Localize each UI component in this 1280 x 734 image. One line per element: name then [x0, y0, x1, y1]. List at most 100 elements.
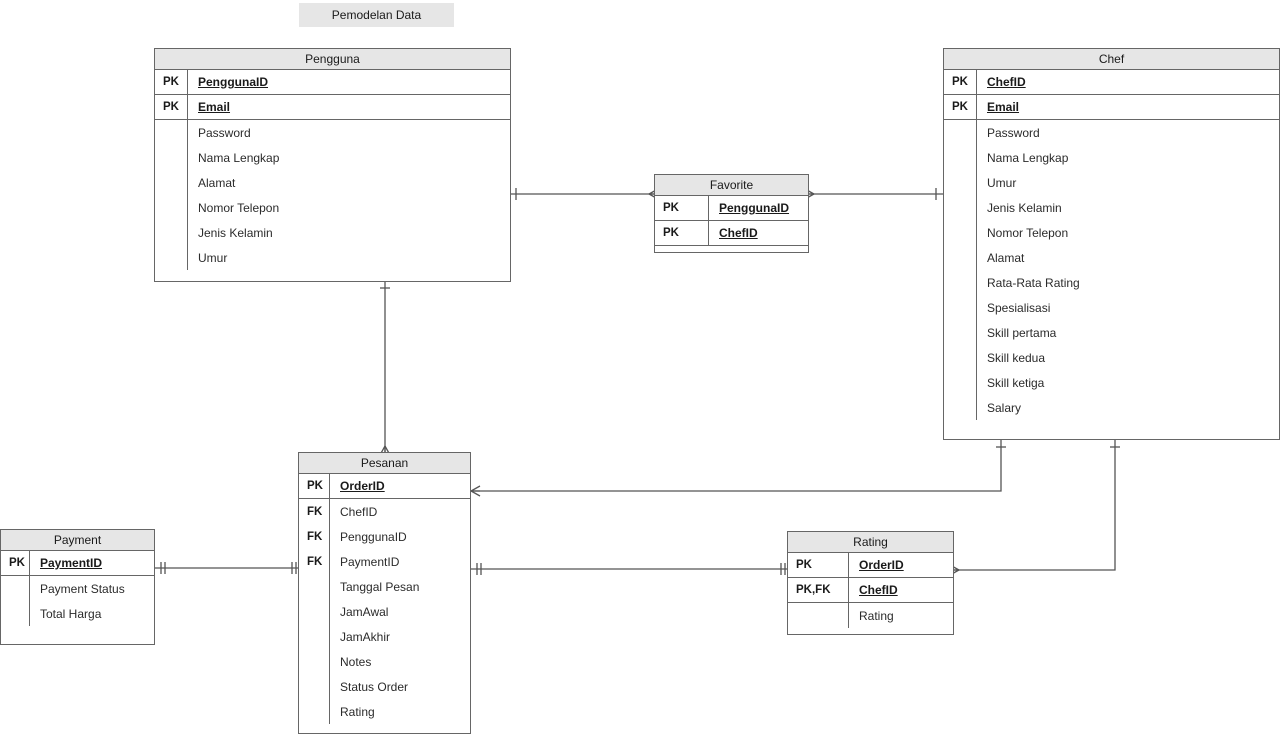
attribute-name-text: OrderID — [340, 479, 385, 493]
attribute-row[interactable]: Spesialisasi — [944, 295, 1279, 320]
attribute-row[interactable]: Skill pertama — [944, 320, 1279, 345]
attribute-row[interactable]: Alamat — [944, 245, 1279, 270]
attribute-row[interactable]: JamAwal — [299, 599, 470, 624]
attribute-row[interactable]: Password — [155, 120, 510, 145]
attribute-key — [155, 245, 188, 270]
attribute-key — [299, 674, 330, 699]
attribute-name: Salary — [977, 401, 1279, 415]
attribute-row[interactable]: Umur — [155, 245, 510, 270]
attribute-key: PK — [655, 196, 709, 220]
attribute-row[interactable]: Nama Lengkap — [944, 145, 1279, 170]
attribute-name-text: Jenis Kelamin — [198, 225, 273, 240]
attribute-row[interactable]: Status Order — [299, 674, 470, 699]
attribute-row[interactable]: Umur — [944, 170, 1279, 195]
attribute-name: Email — [977, 100, 1279, 114]
attribute-key — [1, 601, 30, 626]
attribute-name: ChefID — [849, 583, 953, 597]
attribute-name-text: ChefID — [859, 583, 898, 597]
attribute-name-text: Nama Lengkap — [987, 150, 1069, 165]
attribute-key — [944, 320, 977, 345]
attribute-key: FK — [299, 549, 330, 574]
attribute-name-text: ChefID — [340, 504, 378, 519]
attribute-row[interactable]: Rating — [299, 699, 470, 724]
attribute-key — [299, 599, 330, 624]
attribute-row[interactable]: Alamat — [155, 170, 510, 195]
attribute-name: Nomor Telepon — [188, 201, 510, 215]
attribute-name: Status Order — [330, 680, 470, 694]
attribute-row[interactable]: Tanggal Pesan — [299, 574, 470, 599]
attribute-name-text: Nomor Telepon — [198, 200, 280, 215]
attribute-key — [299, 624, 330, 649]
attribute-name-text: Total Harga — [40, 606, 102, 621]
attribute-name-text: Alamat — [198, 175, 236, 190]
attribute-key: FK — [299, 524, 330, 549]
attribute-name-text: Umur — [198, 250, 228, 265]
attribute-key: FK — [299, 499, 330, 524]
attribute-row[interactable]: Nama Lengkap — [155, 145, 510, 170]
attribute-key — [788, 603, 849, 628]
attribute-key — [944, 170, 977, 195]
entity-title-chef: Chef — [944, 49, 1279, 70]
attribute-key: PK — [155, 95, 188, 119]
attribute-key — [155, 220, 188, 245]
attribute-name: ChefID — [977, 75, 1279, 89]
attribute-name-text: Skill ketiga — [987, 375, 1045, 390]
attribute-name-text: Rating — [859, 608, 894, 623]
attribute-name-text: Umur — [987, 175, 1017, 190]
attribute-name-text: Password — [198, 125, 251, 140]
attribute-name-text: PenggunaID — [198, 75, 269, 89]
attribute-name: ChefID — [330, 505, 470, 519]
attribute-row[interactable]: FK ChefID — [299, 499, 470, 524]
attribute-name: PaymentID — [330, 555, 470, 569]
attribute-row[interactable]: Jenis Kelamin — [944, 195, 1279, 220]
attribute-key — [1, 576, 30, 601]
attribute-row[interactable]: Payment Status — [1, 576, 154, 601]
attribute-row[interactable]: Notes — [299, 649, 470, 674]
attribute-key — [155, 170, 188, 195]
attribute-row[interactable]: Rata-Rata Rating — [944, 270, 1279, 295]
attribute-row[interactable]: Rating — [788, 603, 953, 628]
attribute-row[interactable]: Password — [944, 120, 1279, 145]
attribute-row[interactable]: Skill kedua — [944, 345, 1279, 370]
attribute-row[interactable]: Salary — [944, 395, 1279, 420]
entity-title-rating: Rating — [788, 532, 953, 553]
attribute-row[interactable]: Total Harga — [1, 601, 154, 626]
attribute-name: PenggunaID — [188, 75, 510, 89]
attribute-name-text: ChefID — [987, 75, 1026, 89]
attribute-row[interactable]: Nomor Telepon — [944, 220, 1279, 245]
diagram-title: Pemodelan Data — [299, 3, 454, 27]
attribute-name: Jenis Kelamin — [188, 226, 510, 240]
attribute-row[interactable]: Jenis Kelamin — [155, 220, 510, 245]
attribute-key: PK,FK — [788, 578, 849, 602]
attribute-name: Jenis Kelamin — [977, 201, 1279, 215]
attribute-name: Password — [188, 126, 510, 140]
attribute-name-text: PaymentID — [40, 556, 103, 570]
attribute-name: Total Harga — [30, 607, 154, 621]
attribute-row[interactable]: Skill ketiga — [944, 370, 1279, 395]
attribute-name: Alamat — [188, 176, 510, 190]
attribute-name: Umur — [188, 251, 510, 265]
attribute-row[interactable]: Nomor Telepon — [155, 195, 510, 220]
attribute-name-text: Payment Status — [40, 581, 125, 596]
attribute-row[interactable]: JamAkhir — [299, 624, 470, 649]
attribute-row[interactable]: PK,FK ChefID — [788, 578, 953, 603]
attribute-key: PK — [944, 95, 977, 119]
